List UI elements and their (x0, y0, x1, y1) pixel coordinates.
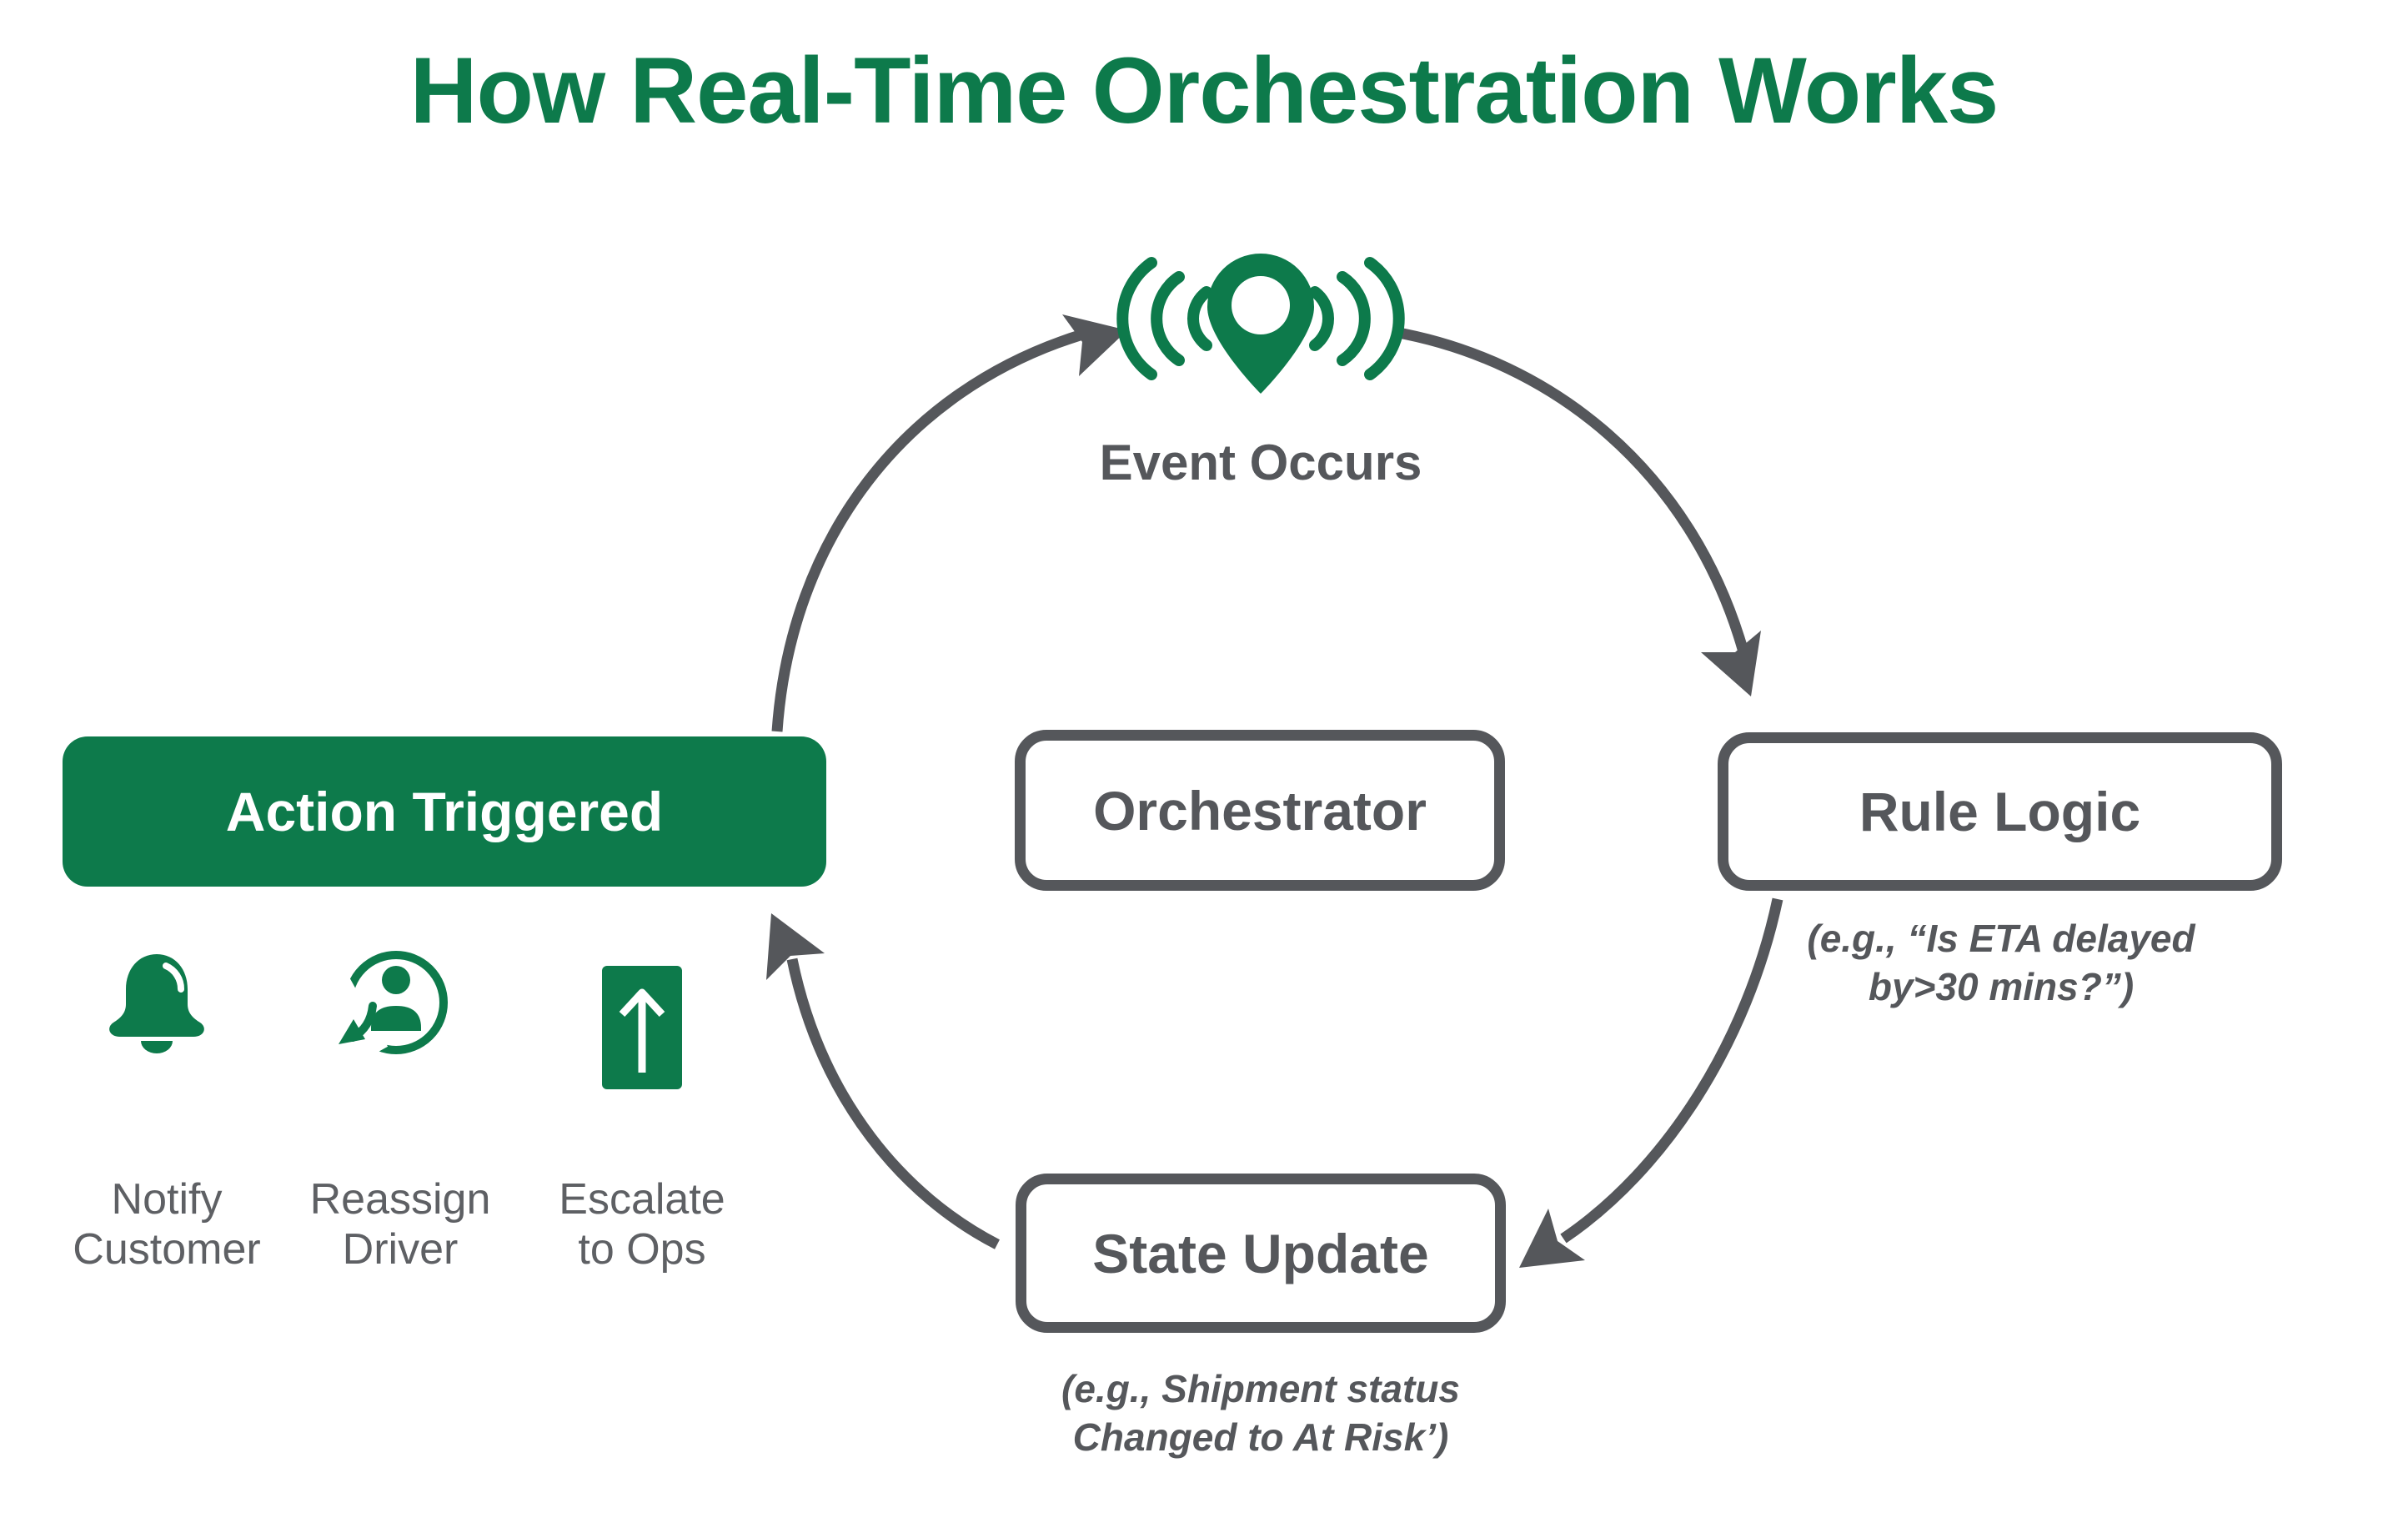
action-triggered-label: Action Triggered (225, 781, 664, 842)
action-triggered-box: Action Triggered (63, 736, 826, 887)
state-update-box: State Update (1016, 1174, 1506, 1333)
arrow-state-update-to-action (766, 913, 1000, 1249)
action-label-line2: Driver (342, 1225, 459, 1274)
action-label-line2: Customer (73, 1225, 261, 1274)
reassign-icon (324, 951, 448, 1059)
rule-logic-label: Rule Logic (1859, 781, 2141, 842)
state-update-caption-line2: Changed to At Risk’) (1072, 1415, 1449, 1459)
arrow-event-to-rule-logic (1392, 326, 1761, 696)
orchestrator-label: Orchestrator (1093, 779, 1427, 842)
state-update-caption-line1: (e.g., Shipment status (1061, 1367, 1460, 1410)
rule-logic-box: Rule Logic (1718, 732, 2282, 891)
arrow-action-to-event (771, 314, 1127, 732)
rule-logic-caption-line1: (e.g., “Is ETA delayed (1807, 917, 2195, 960)
state-update-caption: (e.g., Shipment status Changed to At Ris… (969, 1365, 1553, 1461)
event-occurs-label: Event Occurs (1099, 435, 1422, 490)
location-pin-icon (1207, 254, 1314, 394)
rule-logic-caption-line2: by>30 mins?”) (1868, 965, 2135, 1008)
signal-waves-icon (1116, 257, 1405, 380)
action-label-reassign-driver: Reassign Driver (283, 1174, 517, 1274)
action-label-line1: Reassign (309, 1175, 491, 1224)
action-label-line2: to Ops (578, 1225, 706, 1274)
state-update-label: State Update (1092, 1222, 1429, 1284)
rule-logic-caption: (e.g., “Is ETA delayed by>30 mins?”) (1709, 914, 2293, 1011)
action-label-line1: Notify (111, 1175, 223, 1224)
action-label-notify-customer: Notify Customer (50, 1174, 283, 1274)
bell-icon (109, 954, 204, 1053)
escalate-icon (602, 966, 682, 1089)
action-label-escalate-to-ops: Escalate to Ops (529, 1174, 755, 1274)
action-label-line1: Escalate (559, 1175, 725, 1224)
orchestrator-box: Orchestrator (1015, 730, 1505, 891)
arrow-rule-logic-to-state-update (1519, 897, 1783, 1268)
page-title: How Real-Time Orchestration Works (409, 38, 1999, 143)
